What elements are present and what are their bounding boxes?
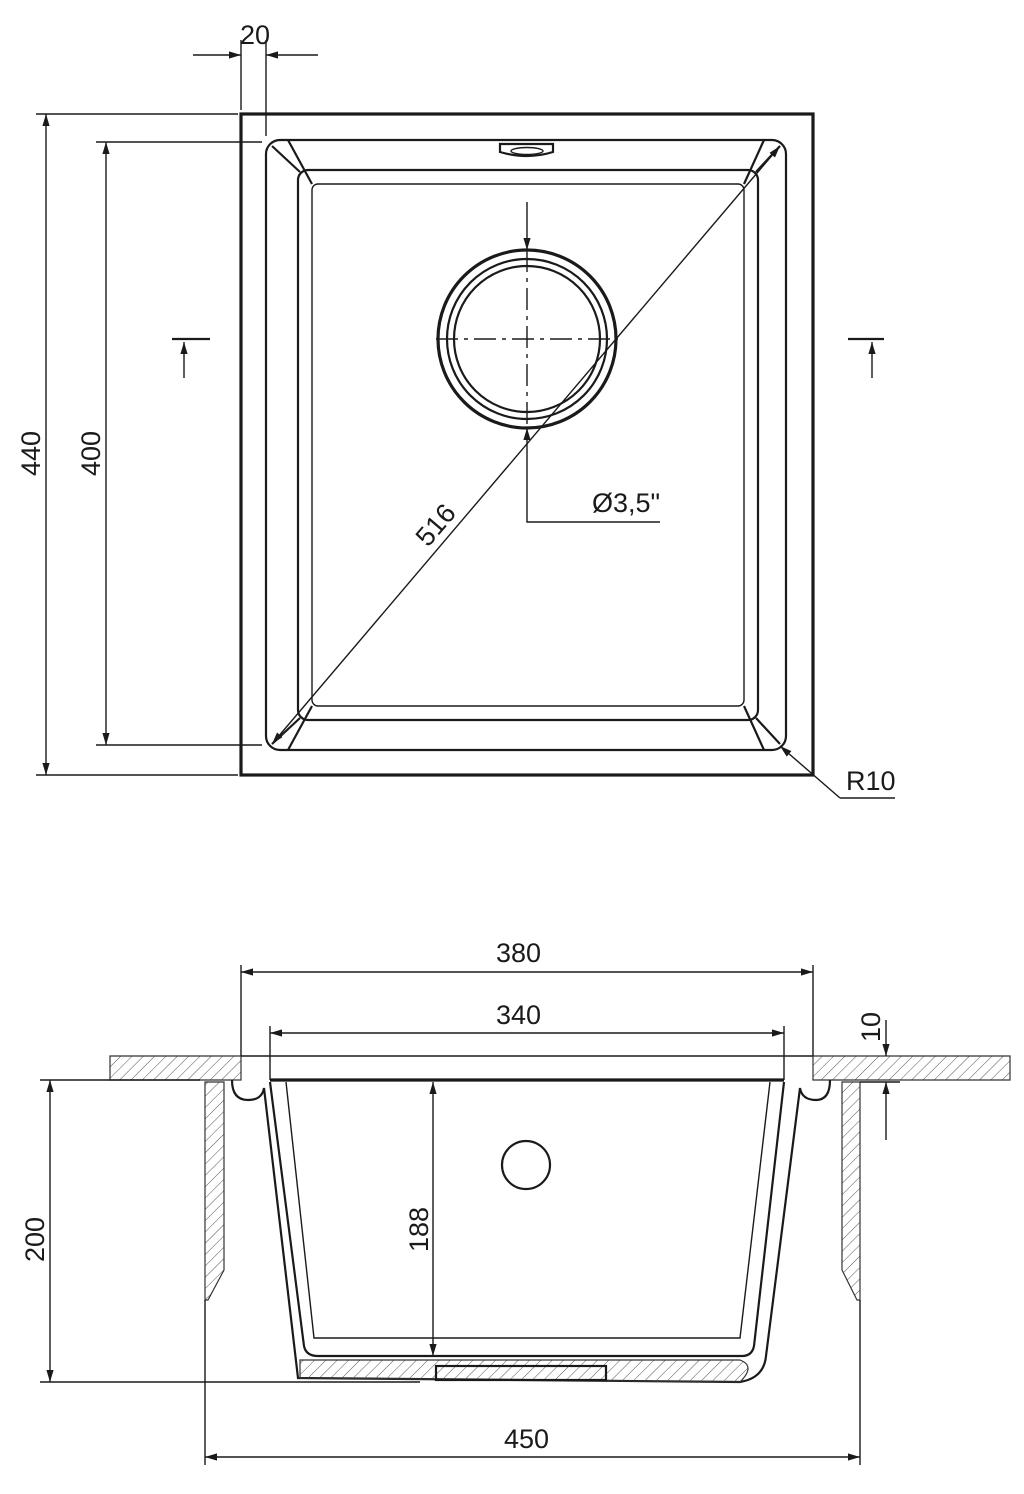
countertop-right <box>812 1055 1011 1081</box>
sink-body-inner <box>268 1081 786 1358</box>
side-view: 380 340 10 200 188 450 <box>20 938 1011 1465</box>
dim-total-depth-label: 200 <box>20 1217 50 1262</box>
dim-drain-label: Ø3,5" <box>592 488 660 518</box>
countertop-left <box>109 1055 242 1081</box>
side-drain <box>500 1139 552 1191</box>
cabinet-wall-right <box>841 1081 861 1301</box>
dim-radius-label: R10 <box>846 766 896 796</box>
cabinet-wall-left <box>204 1081 225 1301</box>
dim-outer-height-label: 440 <box>16 431 46 476</box>
dim-rim-width-label: 20 <box>240 20 270 50</box>
dim-diagonal-label: 516 <box>410 498 462 552</box>
drain-hole <box>436 248 618 430</box>
top-view: Ø3,5" 516 20 440 400 R10 <box>16 20 896 799</box>
outer-rim <box>239 112 815 777</box>
sink-body-outer <box>230 1079 832 1384</box>
dim-inner-height-label: 400 <box>76 431 106 476</box>
overflow-slot <box>498 142 555 158</box>
bowl-outline <box>264 138 788 752</box>
bowl-floor-inner <box>311 183 745 707</box>
dim-inner-width-label: 340 <box>496 1000 541 1030</box>
sink-floor-section <box>299 1359 749 1383</box>
section-marker-left <box>172 337 210 378</box>
dim-counter-thickness-label: 10 <box>856 1012 886 1042</box>
dim-bowl-depth-label: 188 <box>404 1207 434 1252</box>
dim-outer-width-label: 380 <box>496 938 541 968</box>
section-marker-right <box>848 337 884 378</box>
dim-cabinet-width-label: 450 <box>504 1424 549 1454</box>
